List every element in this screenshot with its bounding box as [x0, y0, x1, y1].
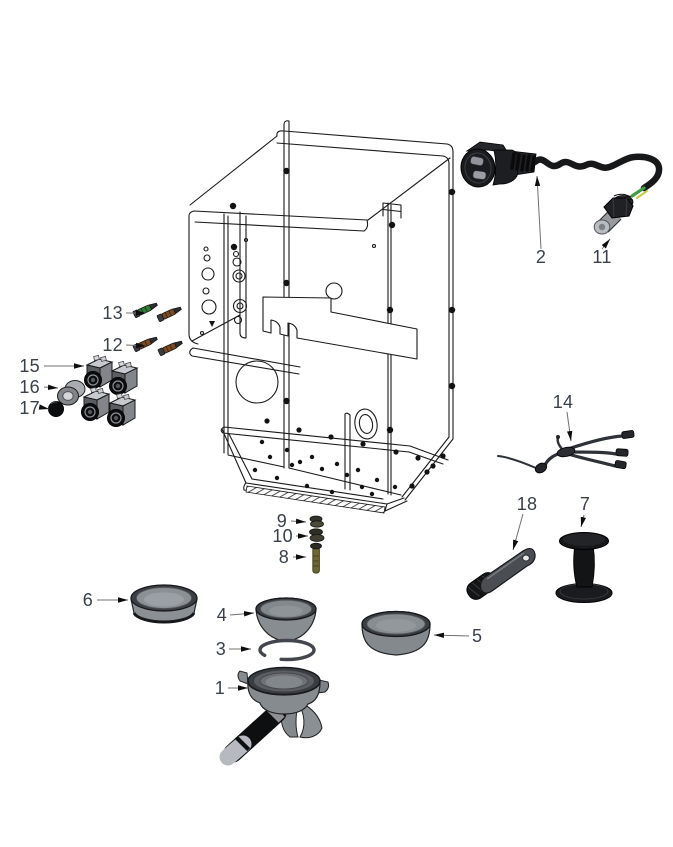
callout-part-16: 16	[19, 377, 59, 397]
callout-part-13: 13	[102, 303, 146, 323]
part-12-label: 12	[102, 335, 123, 355]
portafilter-handle	[219, 703, 287, 766]
callout-part-7: 7	[580, 494, 590, 528]
part-3-label: 3	[216, 639, 226, 659]
chassis-rivets	[229, 167, 456, 434]
spring-clip-drawing	[258, 638, 316, 662]
part-2-label: 2	[536, 247, 546, 267]
nut-9-drawing	[309, 515, 324, 528]
callout-part-17: 17	[19, 398, 50, 418]
part-17-label: 17	[19, 398, 40, 418]
part-7-label: 7	[580, 494, 590, 514]
callout-part-1: 1	[215, 678, 248, 698]
part-9-label: 9	[277, 511, 287, 531]
part-1-label: 1	[215, 678, 225, 698]
solenoid-valve-cluster	[80, 354, 138, 428]
collar-ring-drawing	[57, 380, 86, 406]
chassis-drawing	[188, 120, 456, 514]
spout-flare	[297, 701, 323, 739]
filter-basket-4-drawing	[255, 597, 317, 642]
part-15-label: 15	[19, 356, 40, 376]
callout-part-9: 9	[277, 511, 307, 531]
callout-part-18: 18	[512, 494, 538, 551]
part-18-label: 18	[517, 494, 538, 514]
part-6-label: 6	[83, 590, 93, 610]
callout-part-3: 3	[216, 639, 251, 659]
part-11-label: 11	[592, 247, 611, 267]
power-plug	[460, 141, 536, 188]
cable-sheath	[531, 153, 663, 192]
callout-part-10: 10	[272, 526, 308, 546]
part-16-label: 16	[19, 377, 40, 397]
part-4-label: 4	[217, 605, 227, 625]
tray-holes	[252, 418, 446, 497]
callout-part-6: 6	[83, 590, 128, 610]
lever-handle-drawing	[466, 548, 536, 600]
washer-10-drawing	[309, 528, 325, 542]
portafilter-drawing	[219, 666, 330, 766]
part-10-label: 10	[272, 526, 293, 546]
screw-8-drawing	[310, 542, 322, 574]
tamper-drawing	[555, 532, 613, 603]
filter-basket-5-drawing	[361, 610, 431, 656]
earth-wire-yellow	[636, 190, 648, 199]
callout-part-8: 8	[279, 547, 306, 567]
callout-part-2: 2	[534, 175, 546, 267]
callout-part-4: 4	[217, 605, 255, 625]
callout-part-11: 11	[592, 238, 611, 267]
chassis-base-tray	[220, 412, 449, 514]
filter-basket-6-drawing	[130, 584, 198, 624]
part-13-label: 13	[102, 303, 123, 323]
callouts: 1 2 3 4 5 6 7 8	[19, 175, 611, 698]
power-cord-drawing	[460, 141, 663, 199]
screw-pair-13	[132, 300, 183, 323]
callout-part-12: 12	[102, 335, 147, 355]
callout-part-15: 15	[19, 356, 84, 376]
cable-gland-drawing	[593, 193, 634, 235]
callout-part-5: 5	[433, 626, 482, 646]
black-cap-drawing	[48, 400, 65, 417]
part-8-label: 8	[279, 547, 289, 567]
wiring-harness-drawing	[497, 430, 635, 474]
earth-wire-green	[630, 186, 646, 198]
part-14-label: 14	[553, 392, 574, 412]
callout-part-14: 14	[553, 392, 574, 442]
part-5-label: 5	[472, 626, 482, 646]
